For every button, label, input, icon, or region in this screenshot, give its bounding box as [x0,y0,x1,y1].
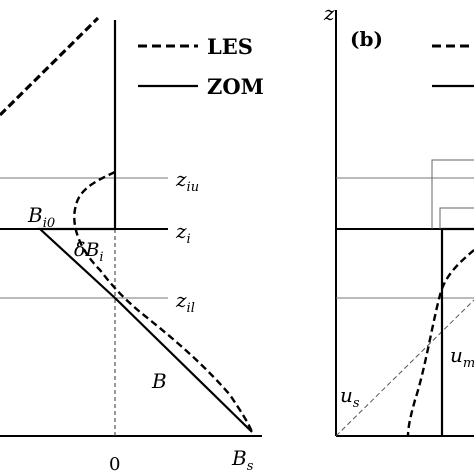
annotation-us: us [340,383,360,411]
annotation-b: B [151,369,167,393]
panel-b-y-axis-label: z [323,1,335,25]
panel-b-zom-profile [440,227,474,436]
panel-b-title: (b) [350,27,383,51]
legend-label-les: LES [207,34,253,59]
annotation-bs: Bs [231,446,254,474]
panel-b-les-profile [406,249,474,437]
x-tick-label-0: 0 [109,454,120,474]
zom-profile [37,20,253,433]
annotation-bi0: Bi0 [27,203,55,231]
panel-b-us-line [335,299,474,437]
panel-a: LES ZOM ziu zi zil Bi0 δBi B Bs 0 [0,16,264,474]
panel-b-bracket-outer [431,159,474,229]
panel-b-bracket-inner [439,207,474,229]
legend-label-zom: ZOM [207,74,264,99]
panel-b: z (b) us um [323,1,474,437]
les-profile [73,170,254,433]
annotation-delta-bi: δBi [74,239,104,265]
annotation-um: um [450,343,474,371]
les-upper-profile [0,16,100,117]
label-zi: zi [175,219,191,247]
label-ziu: ziu [175,167,199,195]
label-zil: zil [175,288,195,316]
